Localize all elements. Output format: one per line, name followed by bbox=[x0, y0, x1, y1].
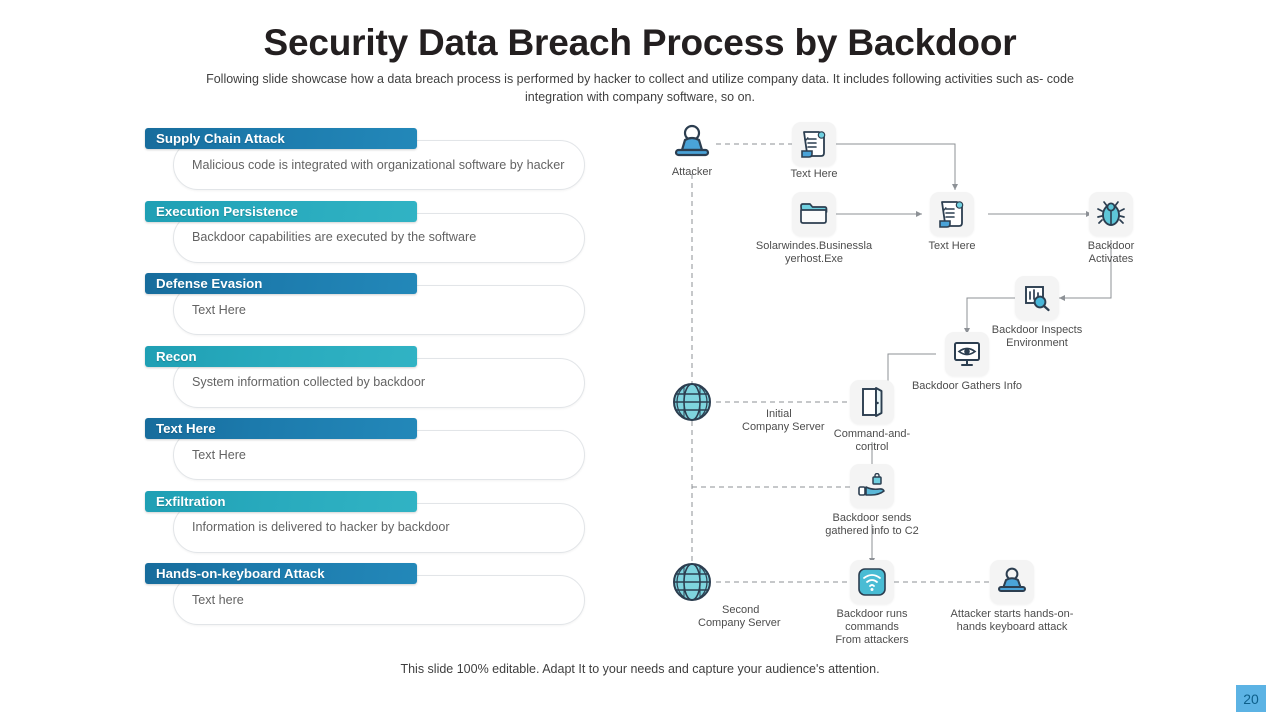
flow-node-solarwindes[interactable]: Solarwindes.Businessla yerhost.Exe bbox=[756, 192, 872, 265]
stage-header-bar[interactable]: Recon bbox=[145, 345, 417, 367]
page-number-badge: 20 bbox=[1236, 685, 1266, 712]
flow-node-text-here-1[interactable]: Text Here bbox=[790, 122, 838, 180]
attacker-laptop-icon bbox=[990, 560, 1034, 604]
flow-node-caption: commands bbox=[845, 621, 899, 633]
stage-body-text: Text here bbox=[192, 592, 244, 607]
flow-node-backdoor-runs[interactable]: Backdoor runs commands From attackers bbox=[835, 560, 909, 646]
flow-node-caption: From attackers bbox=[835, 634, 909, 646]
stage-body-text: Text Here bbox=[192, 447, 246, 462]
attacker-laptop-icon bbox=[670, 122, 714, 166]
stage-item[interactable]: Text Here Defense Evasion bbox=[145, 273, 595, 346]
flow-node-caption: Backdoor runs bbox=[836, 608, 908, 620]
stage-item[interactable]: Backdoor capabilities are executed by th… bbox=[145, 200, 595, 274]
flow-node-caption: Company Server bbox=[742, 421, 825, 433]
flow-node-attacker[interactable]: Attacker bbox=[670, 122, 714, 178]
stage-body-text: Malicious code is integrated with organi… bbox=[192, 157, 565, 172]
flow-node-caption: Text Here bbox=[790, 168, 838, 180]
flow-node-command-control[interactable]: Command-and- control bbox=[834, 380, 910, 453]
stage-label: Text Here bbox=[156, 421, 216, 436]
stage-item[interactable]: Malicious code is integrated with organi… bbox=[145, 128, 595, 201]
stage-header-bar[interactable]: Text Here bbox=[145, 418, 417, 439]
stage-label: Supply Chain Attack bbox=[156, 131, 285, 146]
flow-node-caption: Company Server bbox=[698, 617, 781, 629]
flow-node-caption: Backdoor sends bbox=[832, 512, 912, 524]
flow-node-caption: Command-and- bbox=[833, 428, 911, 440]
flow-node-backdoor-activates[interactable]: Backdoor Activates bbox=[1088, 192, 1134, 265]
flow-node-caption: Second bbox=[722, 604, 760, 616]
flow-node-attacker-hands[interactable]: Attacker starts hands-on- hands keyboard… bbox=[951, 560, 1073, 633]
stage-label: Defense Evasion bbox=[156, 276, 263, 291]
footer-note: This slide 100% editable. Adapt It to yo… bbox=[400, 662, 880, 676]
flow-connectors bbox=[691, 143, 1112, 583]
flow-node-caption: Activates bbox=[1088, 253, 1134, 265]
flow-node-caption: Solarwindes.Businessla bbox=[755, 240, 873, 252]
flow-node-initial-server[interactable]: Initial Company Server bbox=[670, 380, 825, 433]
chart-magnifier-icon bbox=[1015, 276, 1059, 320]
wifi-signal-icon bbox=[850, 560, 894, 604]
stage-body-text: System information collected by backdoor bbox=[192, 375, 426, 390]
flow-node-caption: Attacker bbox=[671, 166, 713, 178]
monitor-eye-icon bbox=[945, 332, 989, 376]
stage-label: Recon bbox=[156, 348, 197, 364]
stage-label: Exfiltration bbox=[156, 493, 226, 509]
page-subtitle: Following slide showcase how a data brea… bbox=[206, 72, 1074, 105]
flow-node-caption: Backdoor Gathers Info bbox=[911, 380, 1023, 392]
stage-header-bar[interactable]: Defense Evasion bbox=[145, 273, 417, 294]
flow-node-text-here-2[interactable]: Text Here bbox=[928, 192, 976, 252]
stage-header-bar[interactable]: Hands-on-keyboard Attack bbox=[145, 563, 417, 584]
flow-node-caption: yerhost.Exe bbox=[784, 253, 844, 265]
folder-icon bbox=[792, 192, 836, 236]
flow-node-caption: Backdoor Inspects bbox=[991, 324, 1083, 336]
stage-body-text: Backdoor capabilities are executed by th… bbox=[192, 230, 477, 245]
stage-item[interactable]: Text Here Text Here bbox=[145, 418, 595, 491]
globe-icon bbox=[670, 560, 714, 604]
hand-lock-icon bbox=[850, 464, 894, 508]
stage-header-bar[interactable]: Exfiltration bbox=[145, 490, 417, 512]
flow-node-second-server[interactable]: Second Company Server bbox=[670, 560, 781, 629]
stage-label: Execution Persistence bbox=[156, 203, 298, 219]
flow-node-caption: Environment bbox=[1006, 337, 1068, 349]
flow-node-caption: Attacker starts hands-on- bbox=[950, 608, 1074, 620]
flow-node-caption: control bbox=[855, 441, 889, 453]
flow-node-caption: hands keyboard attack bbox=[956, 621, 1068, 633]
flow-node-caption: Backdoor bbox=[1087, 240, 1135, 252]
stage-label: Hands-on-keyboard Attack bbox=[156, 566, 325, 581]
globe-icon bbox=[670, 380, 714, 424]
document-checklist-icon bbox=[792, 122, 836, 166]
page-title: Security Data Breach Process by Backdoor bbox=[263, 22, 1017, 63]
flow-node-backdoor-sends[interactable]: Backdoor sends gathered info to C2 bbox=[825, 464, 919, 537]
flow-node-caption: Text Here bbox=[928, 240, 976, 252]
document-checklist-icon bbox=[930, 192, 974, 236]
flow-node-backdoor-gathers[interactable]: Backdoor Gathers Info bbox=[912, 332, 1022, 392]
stage-item[interactable]: Text here Hands-on-keyboard Attack bbox=[145, 563, 595, 636]
stage-list: Malicious code is integrated with organi… bbox=[145, 128, 595, 636]
flow-node-caption: Initial bbox=[766, 408, 792, 420]
flow-node-caption: gathered info to C2 bbox=[825, 525, 919, 537]
stage-body-text: Text Here bbox=[192, 302, 246, 317]
flow-node-backdoor-inspects[interactable]: Backdoor Inspects Environment bbox=[992, 276, 1082, 349]
stage-item[interactable]: System information collected by backdoor… bbox=[145, 345, 595, 419]
stage-header-bar[interactable]: Supply Chain Attack bbox=[145, 128, 417, 149]
breach-flow-diagram: Attacker Text Here Solarwindes.Businessl… bbox=[630, 112, 1170, 646]
stage-item[interactable]: Information is delivered to hacker by ba… bbox=[145, 490, 595, 564]
stage-body-text: Information is delivered to hacker by ba… bbox=[192, 520, 450, 535]
bug-icon bbox=[1089, 192, 1133, 236]
open-door-icon bbox=[850, 380, 894, 424]
stage-header-bar[interactable]: Execution Persistence bbox=[145, 200, 417, 222]
